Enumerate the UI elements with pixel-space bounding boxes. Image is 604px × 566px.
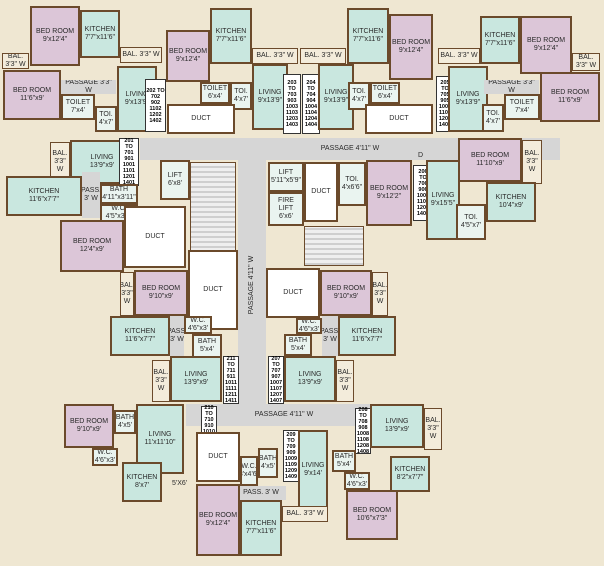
flat-numbers: 203 TO 703 903 1003 1103 1203 1403	[283, 74, 301, 134]
passage: PASS. 3' W	[82, 172, 100, 218]
balcony: BAL. 3'3" W	[252, 48, 298, 64]
toilet: TOI.4'x6'6"	[338, 162, 366, 206]
balcony: BAL. 3'3" W	[372, 272, 388, 316]
passage: PASSAGE 3'3" W	[61, 80, 116, 94]
staircase	[190, 162, 236, 254]
balcony: BAL. 3'3" W	[152, 360, 170, 402]
duct: DUCT	[266, 268, 320, 318]
balcony: BAL. 3'3" W	[336, 360, 354, 402]
passage: PASSAGE 4'11" W	[140, 138, 560, 160]
passage: PASSAGE 4'11" W	[186, 404, 382, 426]
passage-vertical: PASSAGE 4'11" W	[238, 160, 266, 410]
balcony: BAL. 3'3" W	[120, 272, 134, 316]
door-marker: D	[418, 152, 424, 159]
duct: DUCT	[304, 162, 338, 222]
toilet: TOI.4'x7'	[348, 82, 370, 110]
flat-numbers: 209 TO 709 909 1009 1109 1209 1409	[283, 430, 299, 482]
balcony: BAL. 3'3" W	[438, 48, 480, 64]
passage: PASS. 3' W	[236, 486, 286, 500]
toilet: TOI.4'x7'	[230, 82, 252, 110]
duct: DUCT	[365, 104, 433, 134]
balcony: BAL. 3'3" W	[522, 140, 542, 184]
flat-numbers: 202 TO 702 902 1102 1202 1402	[145, 79, 166, 132]
toilet: TOI.4'x7'	[95, 106, 117, 132]
balcony: BAL. 3'3" W	[120, 47, 162, 63]
flat-numbers: 201 TO 701 901 1001 1101 1201 1401	[119, 138, 139, 186]
wc: W.C.4'6"x3'	[92, 448, 118, 466]
toilet: TOI.4'x7'	[482, 104, 504, 132]
dimension-label: 5'X6'	[172, 480, 188, 487]
staircase	[304, 226, 364, 266]
wc: W.C.4'6"x3'	[184, 316, 212, 334]
duct: DUCT	[167, 104, 235, 134]
flat-numbers: 204 TO 704 904 1004 1104 1204 1404	[302, 74, 320, 134]
balcony: BAL. 3'3" W	[300, 48, 346, 64]
balcony: BAL. 3'3" W	[424, 408, 442, 450]
passage: PASSAGE 3'3" W	[484, 80, 539, 94]
wc: W.C.4'6"x3'	[344, 472, 370, 490]
balcony: BAL. 3'3" W	[572, 53, 600, 71]
flat-numbers: 208 TO 708 908 1008 1108 1208 1408	[355, 407, 371, 455]
balcony: BAL. 3'3" W	[50, 142, 70, 182]
flat-numbers: 207 TO 707 907 1007 1107 1207 1407	[268, 356, 284, 404]
passage: PASS. 3' W	[322, 316, 338, 356]
duct: DUCT	[124, 206, 186, 268]
duct: DUCT	[196, 432, 240, 482]
passage: PASS. 3' W	[170, 316, 184, 356]
toilet: TOI.4'5"x7'	[456, 204, 486, 240]
wc: W.C.4'6"x3'	[296, 318, 322, 334]
wc: W.C.3'x4'6"	[240, 456, 258, 486]
balcony: BAL. 3'3" W	[282, 506, 328, 522]
balcony: BAL. 3'3" W	[2, 53, 29, 69]
flat-numbers: 211 TO 711 911 1011 1111 1211 1411	[223, 356, 239, 404]
